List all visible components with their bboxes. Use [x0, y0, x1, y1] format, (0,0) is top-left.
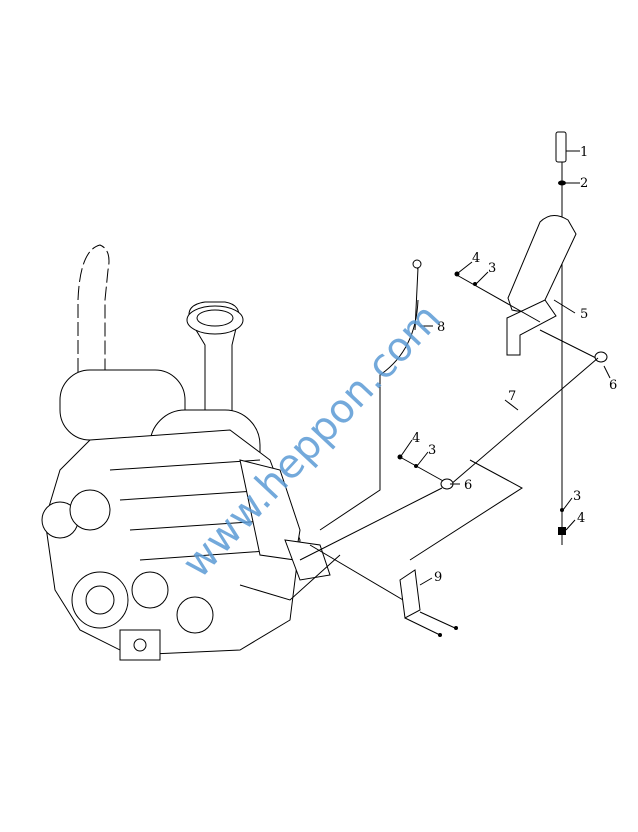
callout-7: 7: [508, 389, 516, 404]
linkage-lines: [239, 131, 608, 637]
callout-leaders: [400, 150, 611, 586]
callout-6-right: 6: [609, 378, 617, 393]
callout-3-top: 3: [488, 261, 496, 276]
callout-3-mid: 3: [428, 443, 436, 458]
callout-labels: 1 2 4 3 5 8 6 7 4 3 6 3 4 9: [412, 145, 617, 585]
callout-2: 2: [580, 176, 588, 191]
callout-4-bottom: 4: [577, 511, 585, 526]
callout-5: 5: [580, 307, 588, 322]
callout-3-bottom: 3: [573, 489, 581, 504]
callout-9: 9: [434, 570, 442, 585]
callout-6-left: 6: [464, 478, 472, 493]
engine-illustration: [41, 244, 331, 661]
callout-4-mid: 4: [412, 431, 420, 446]
callout-4-top: 4: [472, 251, 480, 266]
callout-8: 8: [437, 320, 445, 335]
callout-1: 1: [580, 145, 588, 160]
